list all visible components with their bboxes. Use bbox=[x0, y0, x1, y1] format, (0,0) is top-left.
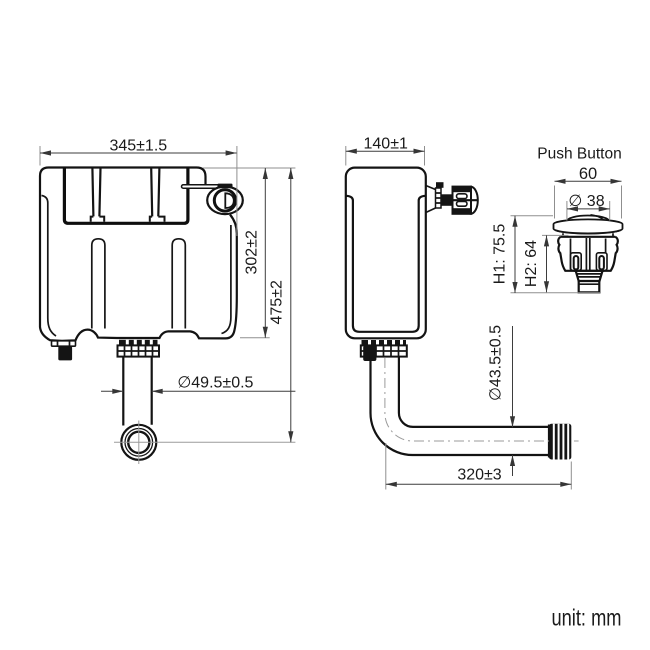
svg-text:∅49.5±0.5: ∅49.5±0.5 bbox=[177, 375, 253, 392]
svg-text:475±2: 475±2 bbox=[268, 280, 285, 324]
svg-text:60: 60 bbox=[579, 165, 597, 183]
svg-text:unit: mm: unit: mm bbox=[552, 605, 622, 631]
svg-text:320±3: 320±3 bbox=[457, 467, 501, 484]
svg-text:Push Button: Push Button bbox=[537, 146, 621, 163]
svg-text:∅ 38: ∅ 38 bbox=[568, 193, 604, 210]
svg-text:345±1.5: 345±1.5 bbox=[109, 138, 167, 155]
svg-text:302±2: 302±2 bbox=[243, 230, 260, 274]
svg-text:∅43.5±0.5: ∅43.5±0.5 bbox=[488, 325, 505, 401]
svg-text:H1: 75.5: H1: 75.5 bbox=[491, 224, 508, 285]
svg-text:H2: 64: H2: 64 bbox=[523, 240, 540, 287]
svg-text:140±1: 140±1 bbox=[364, 136, 408, 153]
